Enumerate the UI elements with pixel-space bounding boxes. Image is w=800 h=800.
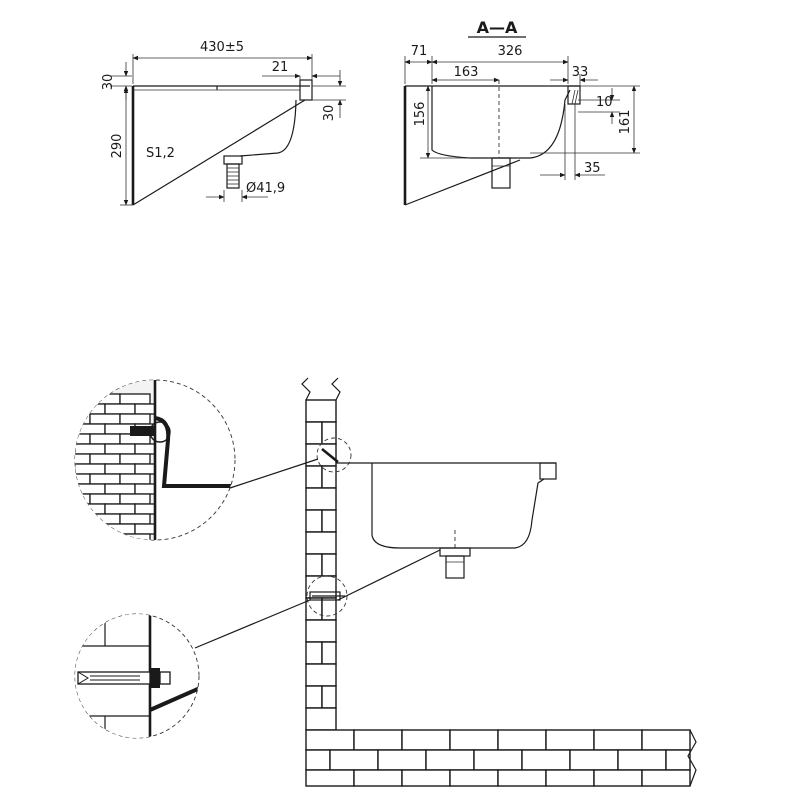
dim-width-label: 430±5 [200,40,244,55]
dim-right-thickness-label: 30 [322,105,337,122]
dim-top-thickness: 30 [101,62,132,100]
sink [336,462,557,601]
detail-wall-bracket [74,379,236,541]
dim-height-label: 290 [110,134,125,159]
dim-inner-width-label: 326 [498,44,523,59]
side-view: 430±5 21 30 290 30 [101,40,346,206]
brick-floor [305,729,697,787]
dim-drain: Ø41,9 [206,181,285,202]
detail-anchor-bolt [74,613,200,739]
detail-marker-top [316,437,352,473]
dim-wall-offset: 71 [404,44,433,84]
dim-rim-label: 21 [272,60,289,75]
installation-view [194,377,697,787]
section-view: A—A 71 326 [403,18,640,206]
dim-total-depth-label: 161 [618,110,633,135]
dim-total-depth: 161 [530,85,640,154]
material-label: S1,2 [146,146,175,161]
dim-drain-label: Ø41,9 [246,181,285,196]
dim-right-thickness: 30 [312,70,346,121]
dim-lip-label: 33 [572,65,589,80]
dim-rim: 21 [262,60,340,82]
dim-top-thickness-label: 30 [101,74,116,91]
dim-depth: 156 [413,85,470,159]
dim-inner-width: 326 [431,44,569,84]
dim-bottom-offset: 35 [540,104,605,180]
dim-half-width-label: 163 [454,65,479,80]
section-title: A—A [477,18,518,37]
dim-lip-depth: 10 [578,88,620,124]
brick-wall [301,377,341,731]
detail-marker-bottom [306,575,348,617]
dim-half-width: 163 [431,65,500,83]
dim-lip-depth-label: 10 [596,95,613,110]
dim-bottom-offset-label: 35 [584,161,601,176]
dim-height: 290 [110,87,133,206]
dim-width: 430±5 [132,40,313,84]
side-view-outline [131,79,313,206]
dim-depth-label: 156 [413,102,428,127]
dim-wall-offset-label: 71 [411,44,428,59]
section-outline [403,80,581,206]
dim-lip: 33 [550,65,598,86]
